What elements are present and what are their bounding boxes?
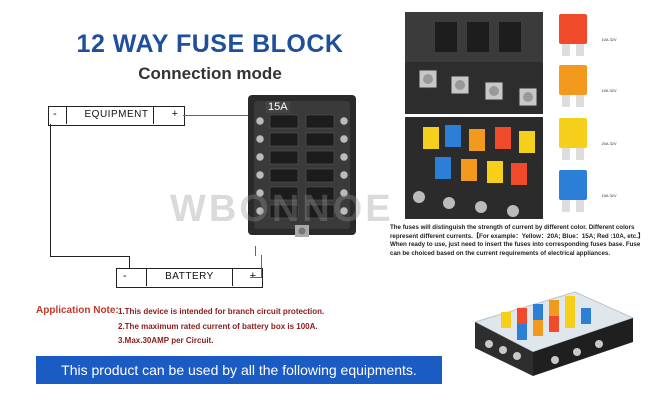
battery-divider-right [232,268,233,286]
fuse-block-closeup-photo [405,12,543,114]
battery-minus: - [123,270,127,282]
equipment-minus: - [53,108,57,120]
fuse-red: 10A 32V [555,12,617,58]
application-note-label: Application Note: [36,305,119,316]
page-subtitle: Connection mode [138,64,282,83]
fuse-blue-label: 15A 32V [601,193,617,198]
equipment-banner: This product can be used by all the foll… [36,356,442,384]
equipment-divider-right [153,106,154,124]
fuse-orange-label: 15A 32V [601,88,617,93]
equipment-plus: + [171,108,178,120]
battery-box: - BATTERY + [116,268,263,288]
fuse-red-icon [559,14,587,56]
fuse-blue: 15A 32V [555,168,617,214]
battery-divider-left [146,268,147,286]
wire-equipment-to-block [183,115,255,116]
wire-neg-horizontal [50,256,130,257]
equipment-box: - EQUIPMENT + [48,106,185,126]
fuse-orange-icon [559,65,587,107]
fuse-block-illustration [248,95,356,237]
wire-battery-link [250,277,262,278]
wire-neg-vertical [50,124,51,256]
battery-plus: + [249,270,256,282]
application-note-1: 1.This device is intended for branch cir… [118,307,325,316]
battery-label: BATTERY [165,271,214,282]
fuse-yellow-icon [559,118,587,160]
watermark-text: WBONNOE [170,188,394,230]
fuse-blue-icon [559,170,587,212]
page-title: 12 WAY FUSE BLOCK [76,30,344,58]
fuse-yellow: 20A 32V [555,116,617,162]
equipment-divider-left [66,106,67,124]
fuse-rating-label: 15A [266,101,290,113]
fuse-block-product-photo [455,278,645,386]
wire-battery-to-block [255,246,256,256]
wire-battery-up [261,255,262,277]
equipment-label: EQUIPMENT [84,109,149,120]
colored-fuses-photo [405,117,543,219]
fuse-color-description: The fuses will distinguish the strength … [390,224,645,257]
application-note-2: 2.The maximum rated current of battery b… [118,322,318,331]
fuse-red-label: 10A 32V [601,37,617,42]
application-note-3: 3.Max.30AMP per Circuit. [118,336,214,345]
fuse-yellow-label: 20A 32V [601,141,617,146]
wire-neg-drop [129,256,130,268]
fuse-orange: 15A 32V [555,63,617,109]
